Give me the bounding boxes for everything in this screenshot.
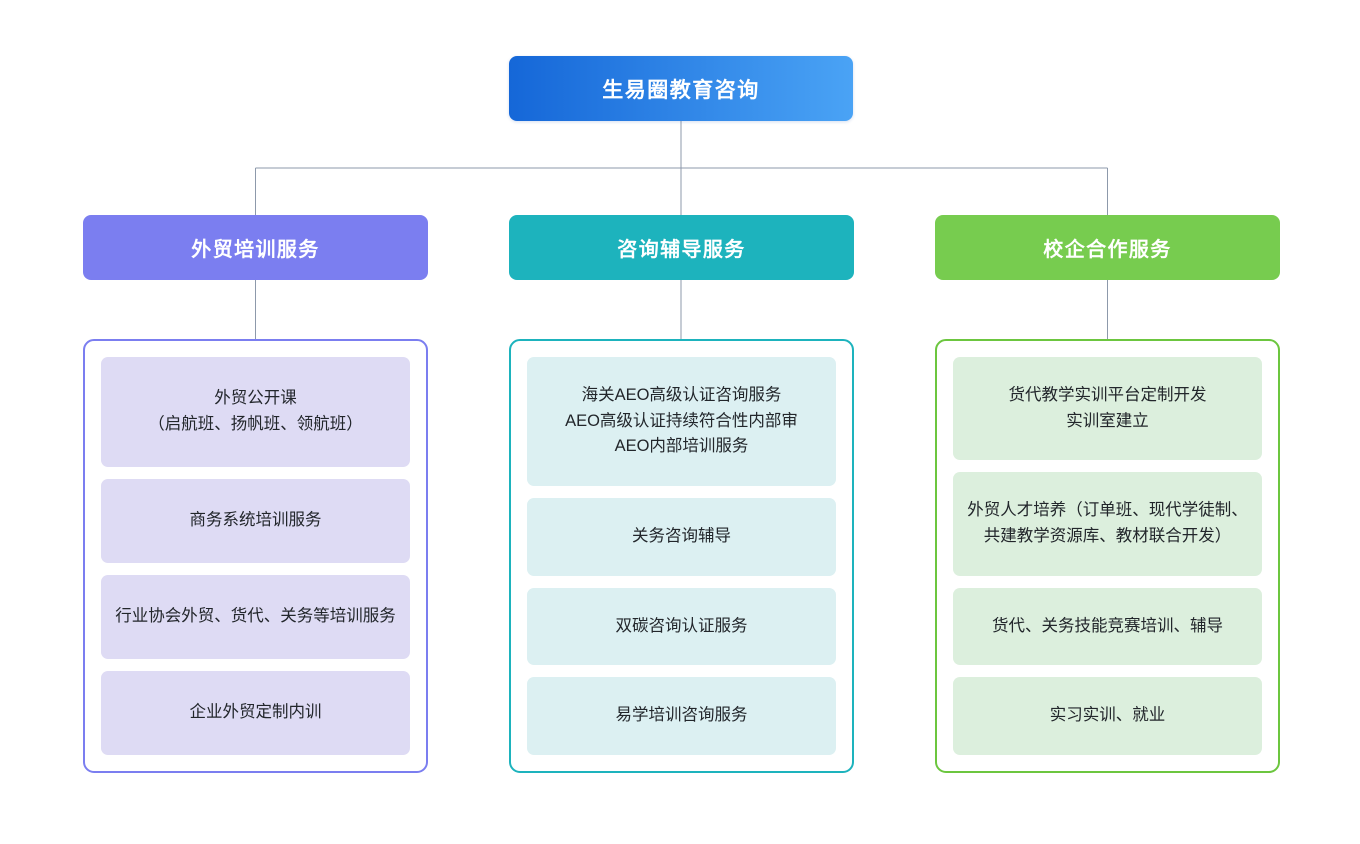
category-header-label-1: 咨询辅导服务: [617, 239, 746, 261]
item-card[interactable]: 海关AEO高级认证咨询服务 AEO高级认证持续符合性内部审 AEO内部培训服务: [527, 357, 836, 486]
item-card[interactable]: 双碳咨询认证服务: [527, 587, 836, 666]
root-node-label: 生易圈教育咨询: [602, 78, 760, 102]
category-header-label-2: 校企合作服务: [1043, 239, 1172, 261]
item-card[interactable]: 外贸人才培养（订单班、现代学徒制、共建教学资源库、教材联合开发）: [953, 472, 1262, 576]
column-0: 外贸培训服务: [83, 215, 428, 280]
column-1: 咨询辅导服务: [509, 215, 854, 280]
item-card[interactable]: 货代教学实训平台定制开发 实训室建立: [953, 357, 1262, 461]
item-card[interactable]: 外贸公开课 （启航班、扬帆班、领航班）: [101, 357, 410, 467]
item-card[interactable]: 企业外贸定制内训: [101, 670, 410, 755]
items-container-1: 海关AEO高级认证咨询服务 AEO高级认证持续符合性内部审 AEO内部培训服务 …: [509, 339, 854, 773]
item-card[interactable]: 易学培训咨询服务: [527, 677, 836, 755]
column-2: 校企合作服务: [935, 215, 1280, 280]
category-header-1[interactable]: 咨询辅导服务: [509, 215, 854, 280]
items-container-2: 货代教学实训平台定制开发 实训室建立 外贸人才培养（订单班、现代学徒制、共建教学…: [935, 339, 1280, 773]
item-card[interactable]: 商务系统培训服务: [101, 478, 410, 563]
item-card[interactable]: 实习实训、就业: [953, 677, 1262, 755]
category-header-label-0: 外贸培训服务: [191, 239, 320, 261]
items-container-0: 外贸公开课 （启航班、扬帆班、领航班） 商务系统培训服务 行业协会外贸、货代、关…: [83, 339, 428, 773]
item-card[interactable]: 行业协会外贸、货代、关务等培训服务: [101, 574, 410, 659]
category-header-0[interactable]: 外贸培训服务: [83, 215, 428, 280]
category-header-2[interactable]: 校企合作服务: [935, 215, 1280, 280]
root-node[interactable]: 生易圈教育咨询: [509, 56, 853, 121]
item-card[interactable]: 关务咨询辅导: [527, 497, 836, 576]
item-card[interactable]: 货代、关务技能竞赛培训、辅导: [953, 587, 1262, 666]
